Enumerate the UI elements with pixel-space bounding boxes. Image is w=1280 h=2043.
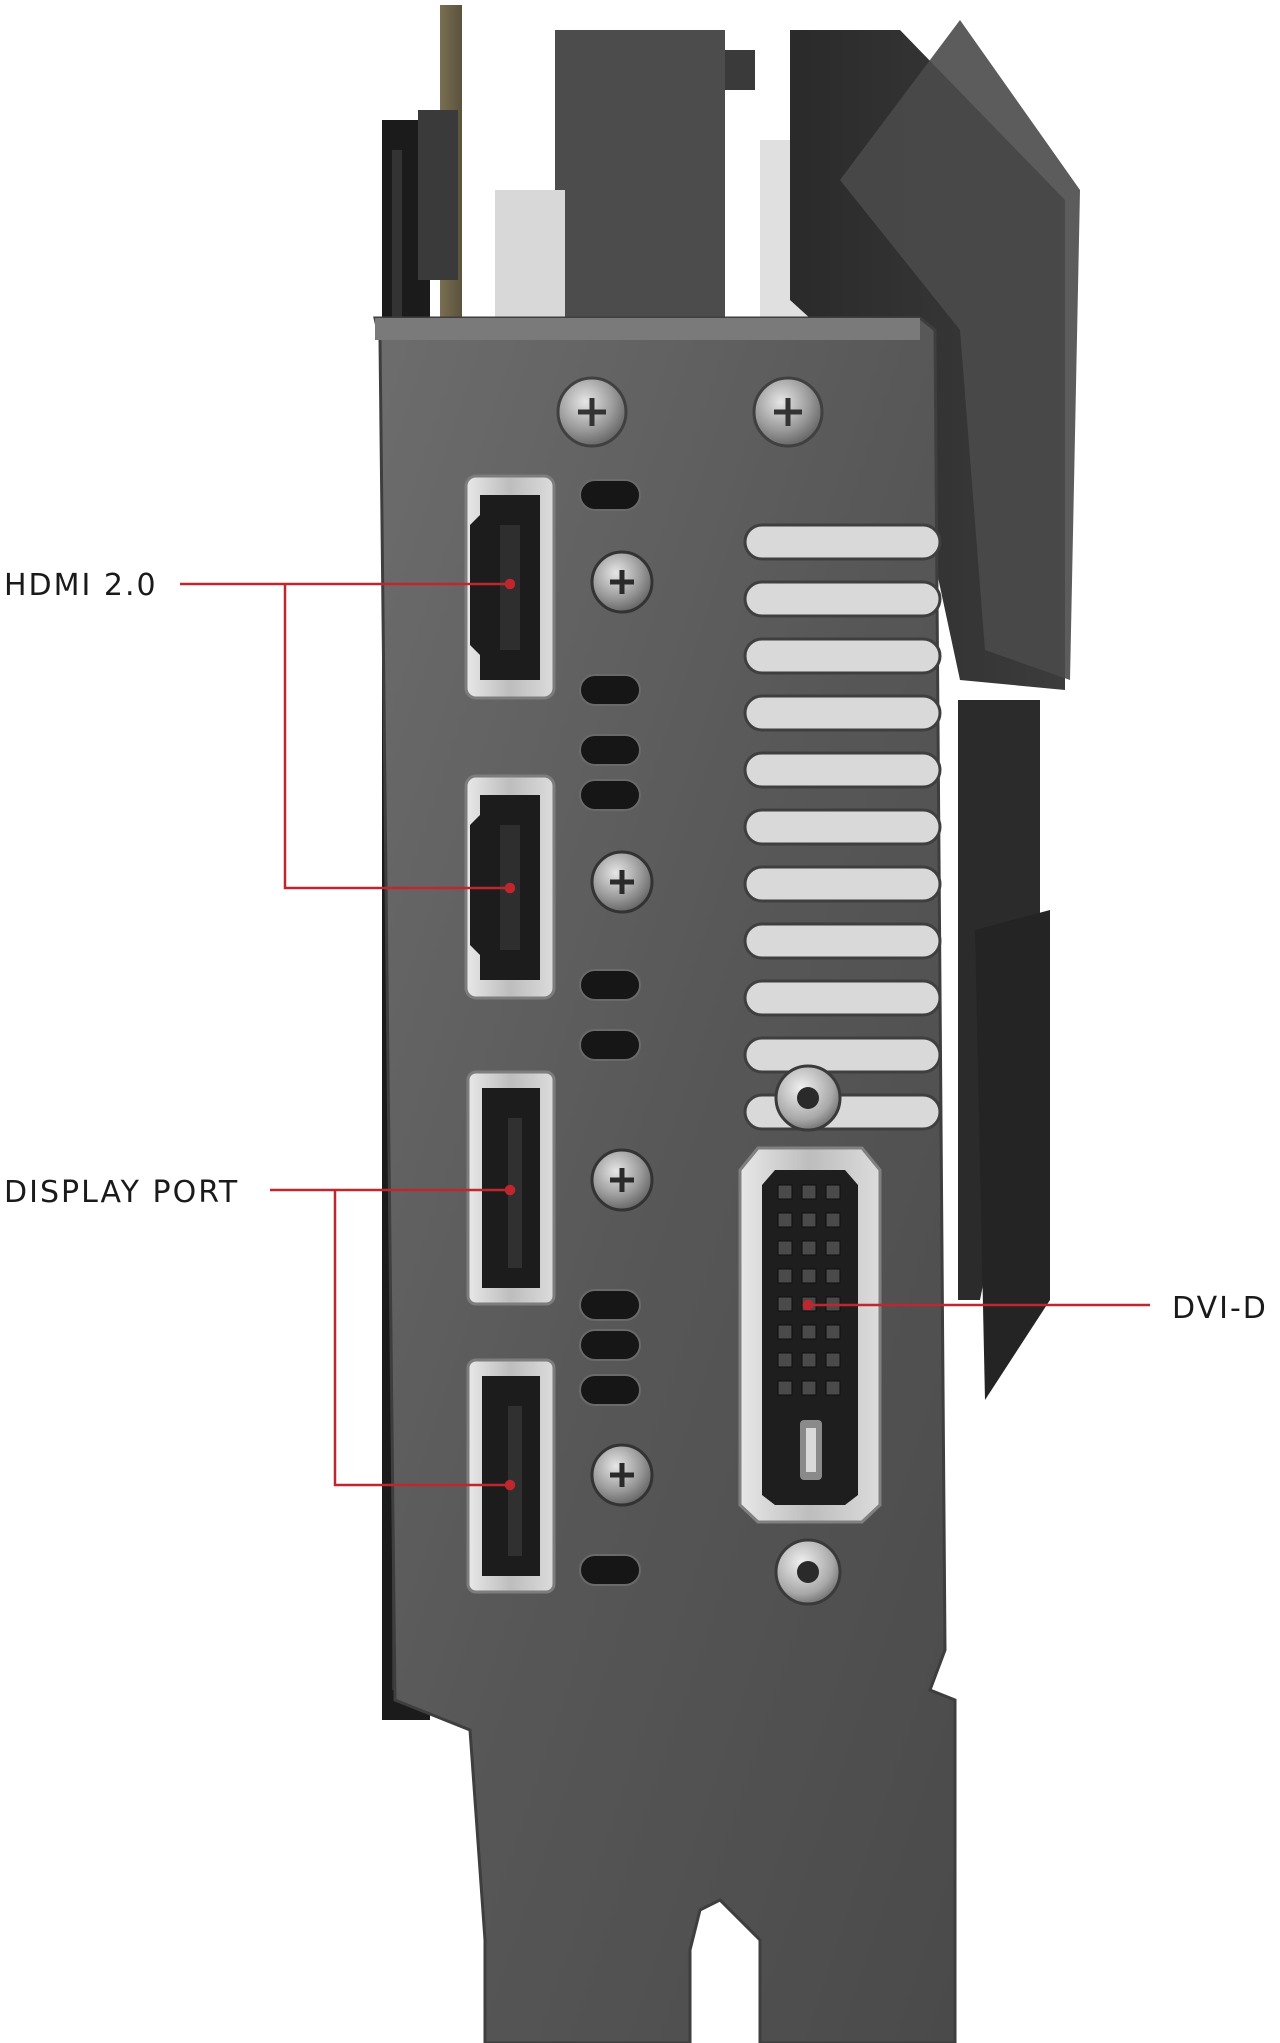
dvi-pin — [825, 1268, 841, 1284]
port-screws — [590, 550, 654, 1507]
vent-pill — [579, 1374, 641, 1406]
vent-slot — [743, 865, 942, 903]
callout-dvi — [802, 1299, 1150, 1311]
dvi-d-port — [738, 1064, 882, 1606]
vent-pill — [579, 479, 641, 511]
dvi-pin — [777, 1184, 793, 1200]
vent-pill — [579, 1329, 641, 1361]
dvi-pin — [801, 1268, 817, 1284]
vent-slot — [743, 979, 942, 1017]
label-hdmi: HDMI 2.0 — [4, 568, 158, 603]
dvi-pin — [777, 1240, 793, 1256]
dvi-pin — [801, 1184, 817, 1200]
vent-slot — [743, 637, 942, 675]
vent-pill — [579, 1554, 641, 1586]
label-displayport: DISPLAY PORT — [4, 1175, 239, 1210]
dvi-pin — [777, 1212, 793, 1228]
vent-slots — [743, 523, 942, 1131]
dvi-pin — [801, 1352, 817, 1368]
vent-pill — [579, 1289, 641, 1321]
vent-slot — [743, 751, 942, 789]
displayport-port-2 — [466, 1358, 556, 1594]
dvi-pin — [801, 1240, 817, 1256]
vent-pill — [579, 674, 641, 706]
vent-slot — [743, 694, 942, 732]
dvi-pin — [825, 1212, 841, 1228]
dvi-pin — [777, 1324, 793, 1340]
io-bracket — [373, 316, 957, 2043]
vent-slot — [743, 922, 942, 960]
dvi-pin — [801, 1380, 817, 1396]
dvi-pin — [825, 1184, 841, 1200]
dvi-pin — [777, 1380, 793, 1396]
vent-pill — [579, 734, 641, 766]
vent-pill — [579, 1029, 641, 1061]
dvi-pin — [825, 1324, 841, 1340]
vent-slot — [743, 580, 942, 618]
dvi-pin — [825, 1240, 841, 1256]
dvi-pin — [801, 1212, 817, 1228]
vent-pill — [579, 779, 641, 811]
dvi-pin — [825, 1352, 841, 1368]
vent-slot — [743, 1093, 942, 1131]
vent-slot — [743, 808, 942, 846]
dvi-pin — [777, 1352, 793, 1368]
callout-displayport — [270, 1184, 516, 1491]
label-dvi-d: DVI-D — [1172, 1291, 1268, 1326]
vent-slot — [743, 523, 942, 561]
dvi-pin — [777, 1268, 793, 1284]
dvi-pin — [777, 1296, 793, 1312]
callout-hdmi — [180, 578, 516, 894]
vent-slot — [743, 1036, 942, 1074]
bracket-screws — [556, 376, 824, 448]
dvi-pin — [801, 1324, 817, 1340]
vent-pill — [579, 969, 641, 1001]
small-vents — [579, 479, 641, 1586]
dvi-pin — [825, 1380, 841, 1396]
